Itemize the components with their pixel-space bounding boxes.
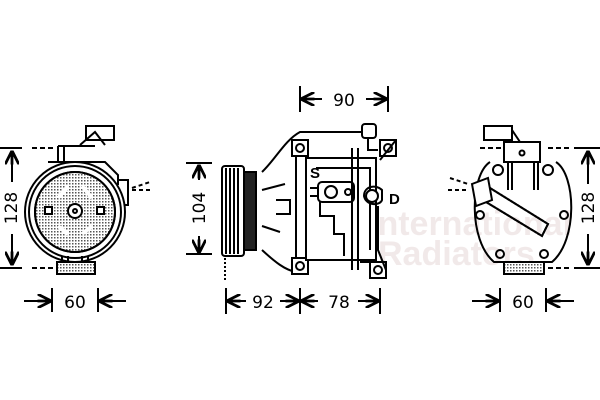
side-top-label: 90 [333,91,355,111]
front-height-dimension [0,147,22,269]
front-width-dimension [24,288,126,312]
front-height-label: 128 [2,192,22,224]
front-width-label: 60 [64,293,86,313]
rear-width-label: 60 [512,293,534,313]
side-height-label: 104 [190,192,210,224]
side-left-bottom-label: 92 [252,293,274,313]
discharge-port-label: D [389,191,400,208]
rear-height-label: 128 [579,192,599,224]
svg-text:International: International [368,205,572,243]
side-height-dimension [186,162,226,282]
side-top-dimension [299,86,389,112]
front-view [24,125,151,275]
suction-port-label: S [310,165,320,182]
rear-view [448,125,573,275]
side-view [221,123,397,279]
side-right-bottom-label: 78 [328,293,350,313]
watermark: International Radiators [368,205,572,273]
rear-height-dimension [574,147,600,269]
rear-width-dimension [472,288,574,312]
side-bottom-dimensions [225,288,381,314]
